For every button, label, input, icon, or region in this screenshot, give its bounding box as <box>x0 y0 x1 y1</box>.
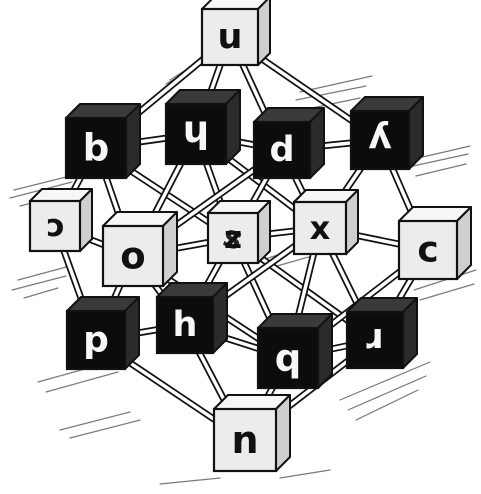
cube-side-face <box>125 297 139 369</box>
motion-line <box>14 176 70 190</box>
cube-side-face <box>318 314 332 388</box>
motion-line <box>356 390 418 420</box>
cube-y-upper: y <box>351 97 423 169</box>
motion-line <box>280 470 330 478</box>
cube-letter: r <box>366 320 384 360</box>
cube-side-face <box>258 0 270 65</box>
cube-b-left: b <box>66 104 140 178</box>
cube-side-face <box>258 201 270 263</box>
cube-c-left: c <box>30 189 92 251</box>
cube-side-face <box>226 90 240 164</box>
cube-side-face <box>457 207 471 279</box>
cube-side-face <box>80 189 92 251</box>
cube-letter: c <box>46 208 64 244</box>
cube-r-lower: r <box>347 298 417 368</box>
letter-cubes: u b h d y c o zs x c p h q r n <box>30 0 471 471</box>
cube-letter: x <box>310 209 331 247</box>
cube-letter: n <box>231 418 258 462</box>
cube-z-center: zs <box>208 201 270 263</box>
cube-letter: y <box>368 120 391 161</box>
cube-letter: p <box>83 320 109 361</box>
cube-letter: o <box>120 235 145 278</box>
cube-letter: h <box>173 305 198 345</box>
cube-u-top: u <box>202 0 270 65</box>
cube-o-mid: o <box>103 212 177 286</box>
motion-line <box>420 284 474 300</box>
cube-letter: d <box>269 130 294 170</box>
motion-line <box>160 478 220 484</box>
motion-line <box>60 412 130 430</box>
cube-letter: b <box>83 127 110 170</box>
motion-line <box>70 420 140 438</box>
cube-p-lower: p <box>67 297 139 369</box>
cube-side-face <box>346 190 358 254</box>
motion-line <box>46 372 118 392</box>
cube-side-face <box>409 97 423 169</box>
cube-letter: h <box>183 113 209 156</box>
cube-h-upper: h <box>166 90 240 164</box>
cube-letter: u <box>218 17 243 57</box>
cube-letter: q <box>275 337 302 380</box>
cube-c-right: c <box>399 207 471 279</box>
cube-h-lower: h <box>157 283 227 353</box>
cube-q-lower: q <box>258 314 332 388</box>
cube-x-mid: x <box>294 190 358 254</box>
cube-d-upper: d <box>254 108 324 178</box>
motion-line <box>416 164 466 176</box>
cube-letter: c <box>417 230 438 271</box>
cube-n-bottom: n <box>214 395 290 471</box>
cube-side-face <box>213 283 227 353</box>
cube-side-face <box>276 395 290 471</box>
cube-side-face <box>403 298 417 368</box>
motion-line <box>18 266 70 280</box>
cube-side-face <box>310 108 324 178</box>
cube-side-face <box>126 104 140 178</box>
motion-line <box>24 288 58 298</box>
cube-side-face <box>163 212 177 286</box>
